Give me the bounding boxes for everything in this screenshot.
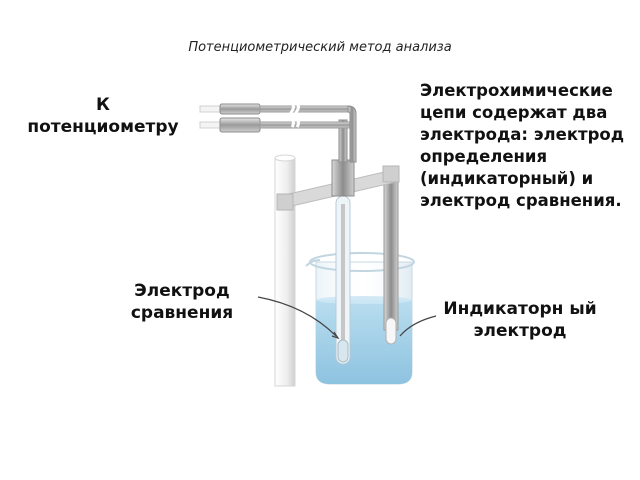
indicator-electrode [383,171,399,345]
label-to-potentiometer: К потенциометру [27,95,179,137]
description-text: Электрохимические цепи содержат два элек… [420,81,625,210]
page-title: Потенциометрический метод анализа [188,40,452,55]
pointer-lines [257,296,437,340]
label-reference-electrode: Электрод сравнения [130,281,234,323]
wires [199,102,357,163]
label-indicator-electrode: Индикаторн ый электрод [443,299,597,341]
support-stand [274,154,296,387]
electrode-connector [331,119,355,197]
reference-electrode [335,195,351,365]
